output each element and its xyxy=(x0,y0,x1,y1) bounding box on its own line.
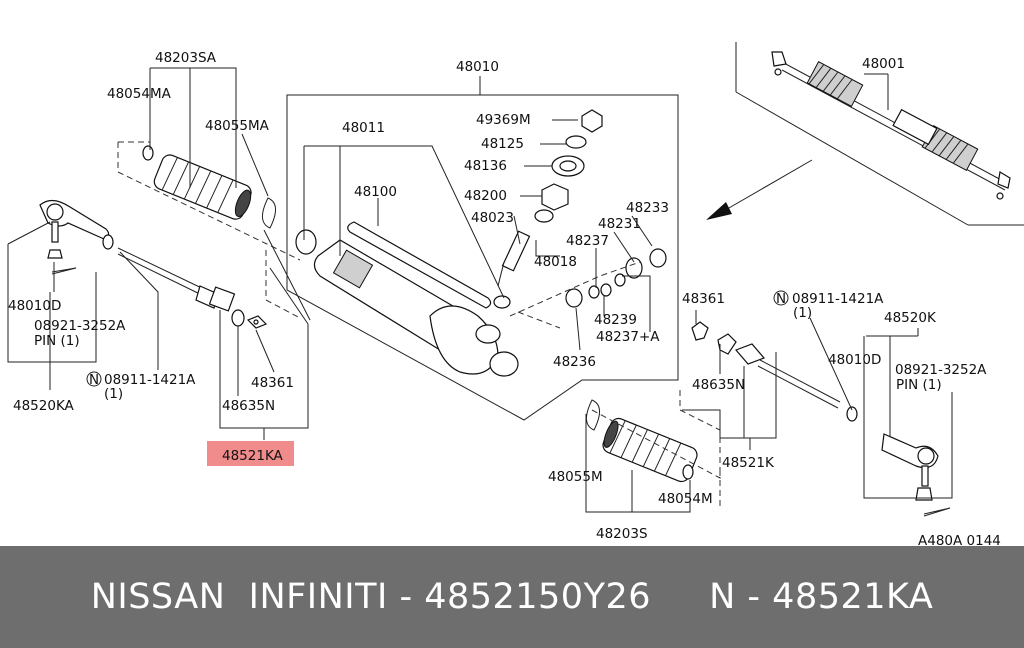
highlight-48521ka xyxy=(207,441,294,466)
inset-assembly xyxy=(735,42,1024,226)
label-48010d-left: 48010D xyxy=(8,298,61,314)
right-tie-rod-end xyxy=(881,433,951,517)
label-48011: 48011 xyxy=(342,120,385,136)
label-48239: 48239 xyxy=(594,312,637,328)
label-48010: 48010 xyxy=(456,59,499,75)
label-48520k: 48520K xyxy=(884,310,937,326)
n-symbol-right: N xyxy=(773,290,789,307)
label-48231: 48231 xyxy=(598,216,641,232)
label-48237a: 48237+A xyxy=(596,329,660,345)
parts-diagram: N N 48203SA 48054MA 48055MA 48010D 08921… xyxy=(7,42,1024,546)
label-08921-right: 08921-3252A xyxy=(895,362,987,378)
label-48203sa: 48203SA xyxy=(155,50,217,66)
label-48521k: 48521K xyxy=(722,455,775,471)
direction-arrow xyxy=(706,159,813,220)
label-08921-left: 08921-3252A xyxy=(34,318,126,334)
rack-housing xyxy=(295,229,519,377)
label-48100: 48100 xyxy=(354,184,397,200)
label-48635n-right: 48635N xyxy=(692,377,745,393)
label-48018: 48018 xyxy=(534,254,577,270)
footer-banner: NISSAN INFINITI - 4852150Y26 N - 48521KA xyxy=(0,546,1024,648)
part-labels: 48203SA 48054MA 48055MA 48010D 08921-325… xyxy=(8,50,1001,546)
left-tie-rod-end xyxy=(39,199,114,275)
label-48054m: 48054M xyxy=(658,491,713,507)
label-48520ka: 48520KA xyxy=(13,398,75,414)
n-symbol-left: N xyxy=(86,371,102,388)
seal-group xyxy=(509,248,667,329)
label-48635n-left: 48635N xyxy=(222,398,275,414)
right-boot xyxy=(602,417,698,483)
label-pin-left: PIN (1) xyxy=(34,333,80,349)
label-48233: 48233 xyxy=(626,200,669,216)
box-48010 xyxy=(286,94,679,421)
left-clip xyxy=(262,197,276,229)
label-qty-left: (1) xyxy=(104,386,123,402)
label-48010d-right: 48010D xyxy=(828,352,881,368)
svg-text:N: N xyxy=(89,372,99,388)
adjuster-stack xyxy=(534,109,603,223)
label-48054ma: 48054MA xyxy=(107,86,172,102)
label-48136: 48136 xyxy=(464,158,507,174)
label-48055ma: 48055MA xyxy=(205,118,270,134)
left-dashed-outline xyxy=(117,141,301,319)
label-48023: 48023 xyxy=(471,210,514,226)
left-boot xyxy=(153,154,252,220)
rack-bar xyxy=(347,221,492,309)
left-inner-socket xyxy=(117,247,268,329)
label-08911-left: 08911-1421A xyxy=(104,372,196,388)
label-48055m: 48055M xyxy=(548,469,603,485)
label-48203s: 48203S xyxy=(596,526,648,542)
diagram-code: A480A 0144 xyxy=(918,533,1001,546)
footer-part-numbers: NISSAN INFINITI - 4852150Y26 N - 48521KA xyxy=(90,577,934,617)
pinion xyxy=(493,230,531,309)
label-48521ka: 48521KA xyxy=(222,448,284,464)
svg-text:N: N xyxy=(776,291,786,307)
label-48361-right: 48361 xyxy=(682,291,725,307)
label-48001: 48001 xyxy=(862,56,905,72)
label-08911-right: 08911-1421A xyxy=(792,291,884,307)
label-48237: 48237 xyxy=(566,233,609,249)
leader-lines xyxy=(7,67,953,513)
label-48200: 48200 xyxy=(464,188,507,204)
label-48361-left: 48361 xyxy=(251,375,294,391)
label-49369m: 49369M xyxy=(476,112,531,128)
right-clip xyxy=(586,399,600,431)
label-pin-right: PIN (1) xyxy=(896,377,942,393)
label-48125: 48125 xyxy=(481,136,524,152)
label-qty-right: (1) xyxy=(793,305,812,321)
label-48236: 48236 xyxy=(553,354,596,370)
right-inner-socket xyxy=(691,321,858,422)
